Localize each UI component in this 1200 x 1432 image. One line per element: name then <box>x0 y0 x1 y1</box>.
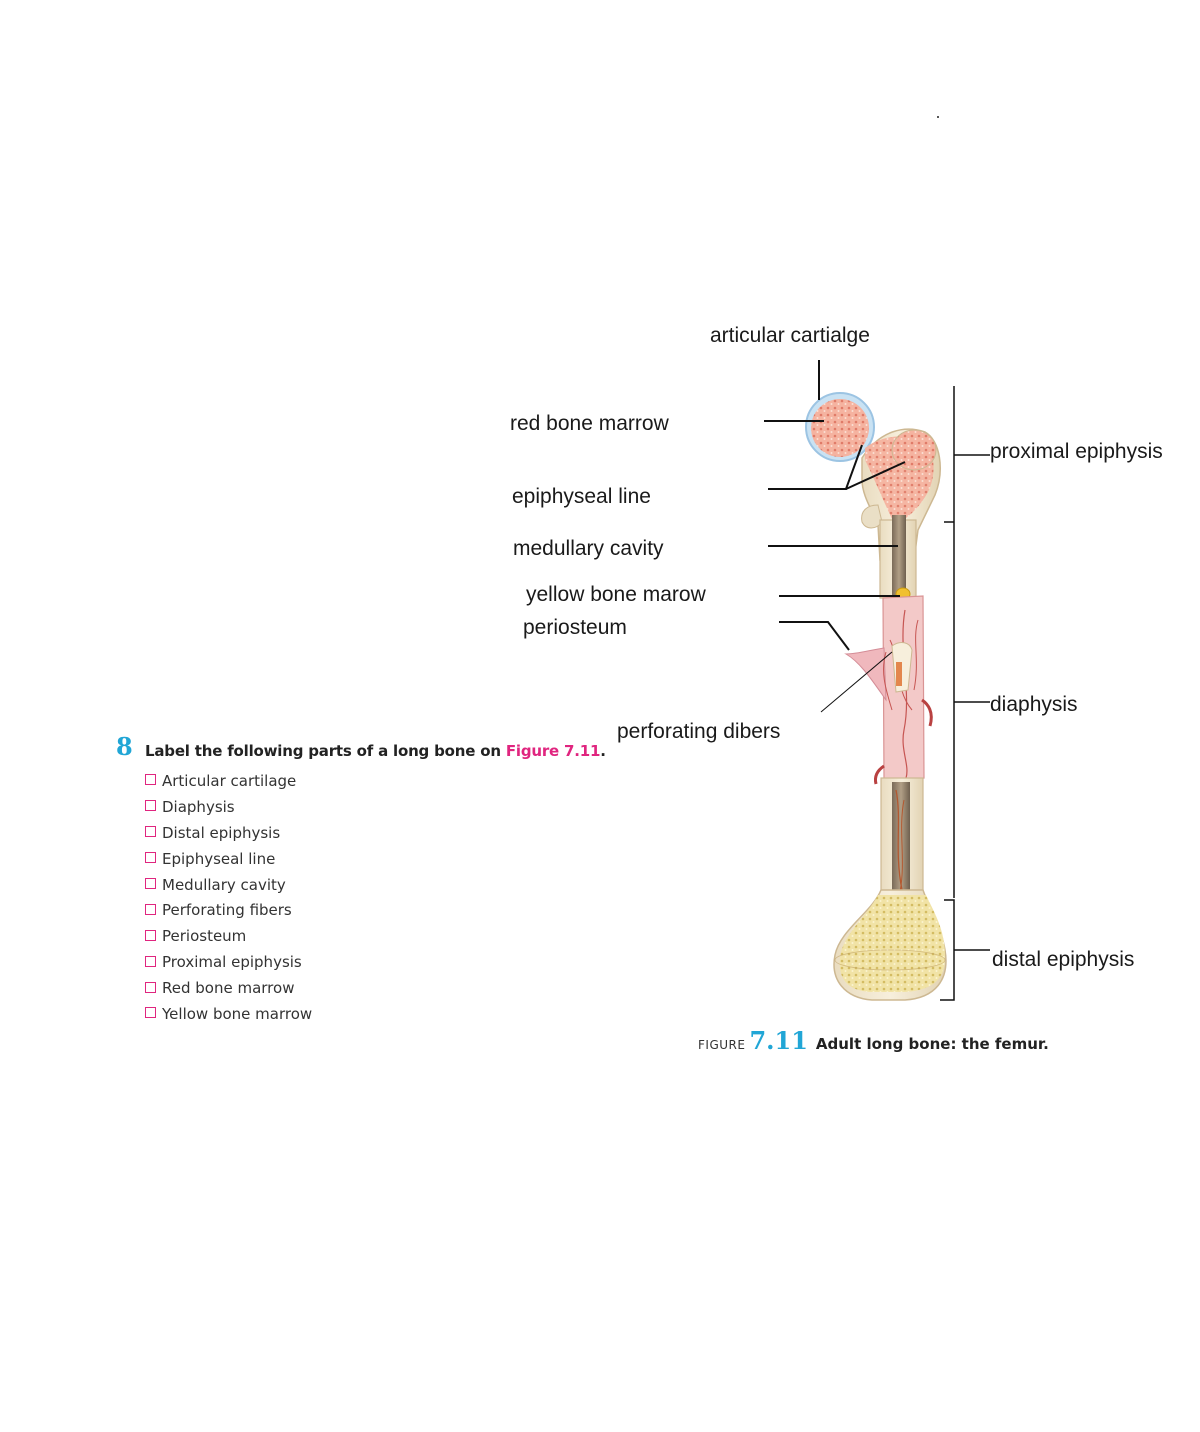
label-periosteum: periosteum <box>523 616 627 640</box>
label-medullary-cavity: medullary cavity <box>513 537 664 561</box>
region-brackets <box>940 386 990 1000</box>
label-epiphyseal-line: epiphyseal line <box>512 485 651 509</box>
figure-number: 7.11 <box>749 1026 807 1055</box>
figure-word: FIGURE <box>698 1038 745 1052</box>
label-diaphysis: diaphysis <box>990 693 1078 717</box>
figure-description: Adult long bone: the femur. <box>816 1035 1049 1053</box>
label-articular-cartilage: articular cartialge <box>710 324 870 348</box>
bone-body <box>806 393 946 1000</box>
label-proximal-epiphysis: proximal epiphysis <box>990 440 1163 464</box>
periosteum-leader <box>779 622 849 650</box>
label-red-bone-marrow: red bone marrow <box>510 412 669 436</box>
label-yellow-bone-marrow: yellow bone marow <box>526 583 706 607</box>
figure-caption: FIGURE 7.11 Adult long bone: the femur. <box>698 1026 1049 1055</box>
label-perforating-fibers: perforating dibers <box>617 720 780 744</box>
label-distal-epiphysis: distal epiphysis <box>992 948 1134 972</box>
